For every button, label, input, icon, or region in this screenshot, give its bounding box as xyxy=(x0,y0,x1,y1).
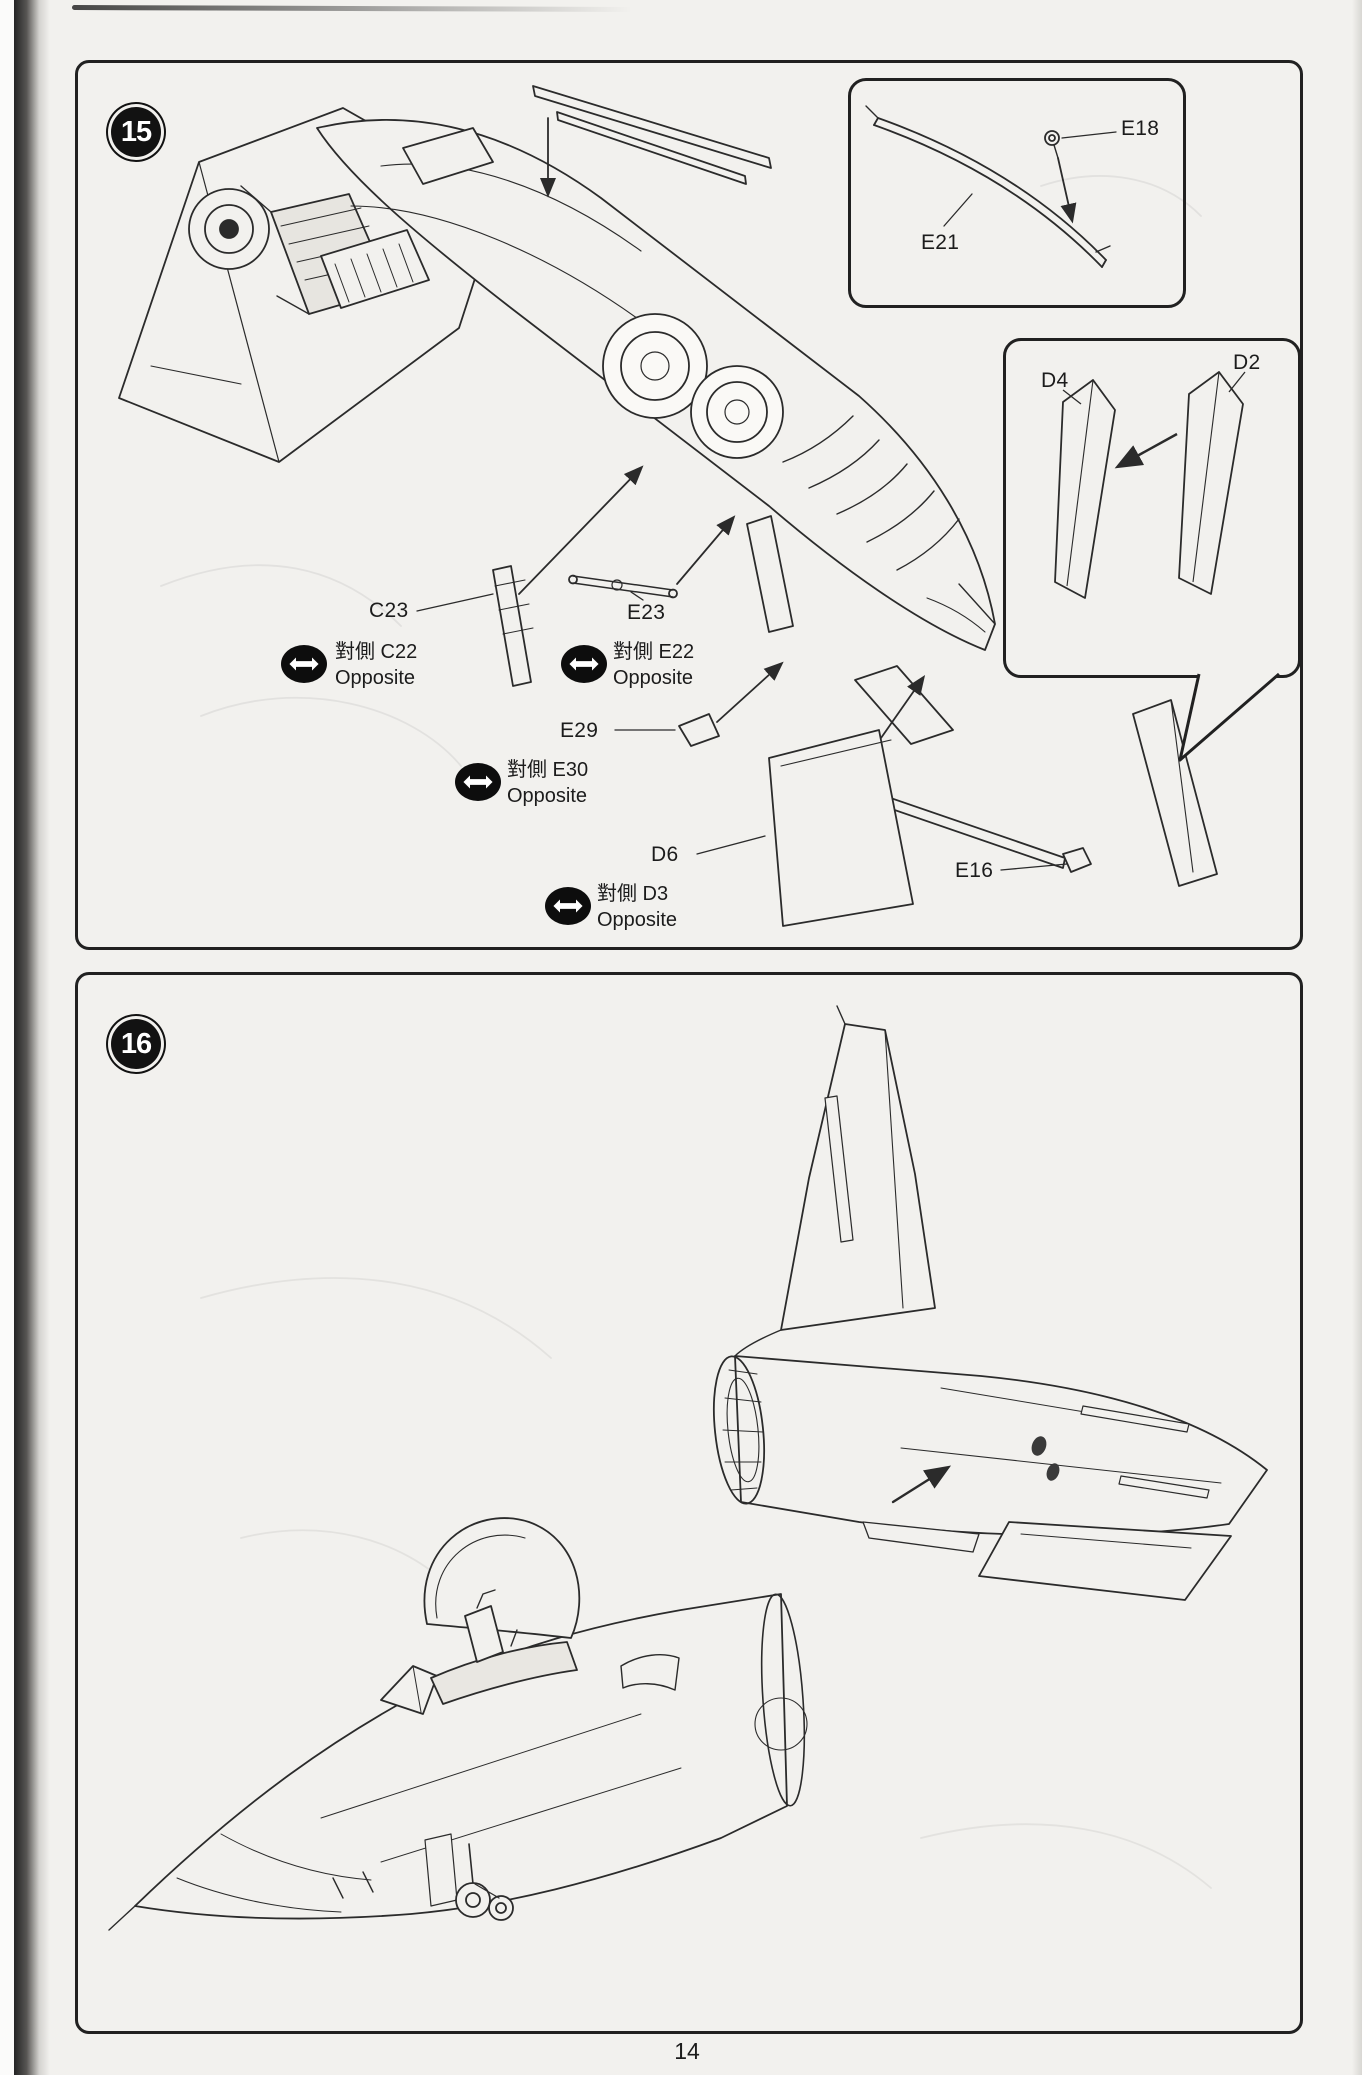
opposite-arrow-icon xyxy=(281,645,327,683)
step-16-number: 16 xyxy=(120,1027,152,1060)
part-label-e23: E23 xyxy=(627,601,666,624)
inset-cable-diagram xyxy=(865,105,1117,268)
step16-diagram xyxy=(108,1005,1268,1931)
scan-binding-shadow xyxy=(14,0,50,2075)
opposite-arrow-icon xyxy=(455,763,501,801)
opposite-note: 對側 E30 Opposite xyxy=(507,757,588,809)
step15-diagram xyxy=(118,85,1218,927)
part-label-e29: E29 xyxy=(560,719,599,742)
part-label-d4: D4 xyxy=(1041,369,1069,392)
callout-e29: E29 對側 E30 Opposite xyxy=(455,719,675,829)
part-label-e18: E18 xyxy=(1121,117,1160,140)
scan-right-shadow xyxy=(1352,0,1362,2075)
part-label-d6: D6 xyxy=(651,843,679,866)
part-label-e16: E16 xyxy=(955,859,994,882)
opposite-en-label: Opposite xyxy=(613,667,694,689)
opposite-en-label: Opposite xyxy=(597,909,678,931)
inset-fins-box xyxy=(1003,338,1301,678)
part-label-e21: E21 xyxy=(921,231,960,254)
scan-page-edge xyxy=(0,0,14,2075)
opposite-en-label: Opposite xyxy=(507,785,588,807)
opposite-arrow-icon xyxy=(561,645,607,683)
opposite-part-label: 對側 D3 xyxy=(597,883,669,905)
opposite-part-label: 對側 E30 xyxy=(507,759,589,781)
opposite-en-label: Opposite xyxy=(335,667,416,689)
part-label-c23: C23 xyxy=(369,599,409,622)
opposite-arrow-icon xyxy=(545,887,591,925)
callout-c23: C23 對側 C22 Opposite xyxy=(281,599,501,709)
step-15-badge: 15 xyxy=(111,107,161,157)
inset-fins-diagram xyxy=(1054,371,1246,599)
scan-top-edge xyxy=(71,5,633,12)
step-16-badge: 16 xyxy=(111,1019,161,1069)
part-label-d2: D2 xyxy=(1233,351,1261,374)
callout-e23: E23 對側 E22 Opposite xyxy=(561,601,781,711)
step-15-number: 15 xyxy=(120,115,152,148)
opposite-part-label: 對側 C22 xyxy=(335,641,418,663)
step-16-panel: 16 xyxy=(75,972,1303,2034)
inset-cable-box xyxy=(848,78,1186,308)
opposite-note: 對側 C22 Opposite xyxy=(335,639,417,691)
step-15-panel: 15 xyxy=(75,60,1303,950)
page-number: 14 xyxy=(674,2038,700,2064)
opposite-part-label: 對側 E22 xyxy=(613,641,695,663)
opposite-note: 對側 E22 Opposite xyxy=(613,639,694,691)
callout-d6: D6 對側 D3 Opposite xyxy=(545,843,765,953)
opposite-note: 對側 D3 Opposite xyxy=(597,881,677,933)
inset-fins-tail xyxy=(1178,672,1280,762)
